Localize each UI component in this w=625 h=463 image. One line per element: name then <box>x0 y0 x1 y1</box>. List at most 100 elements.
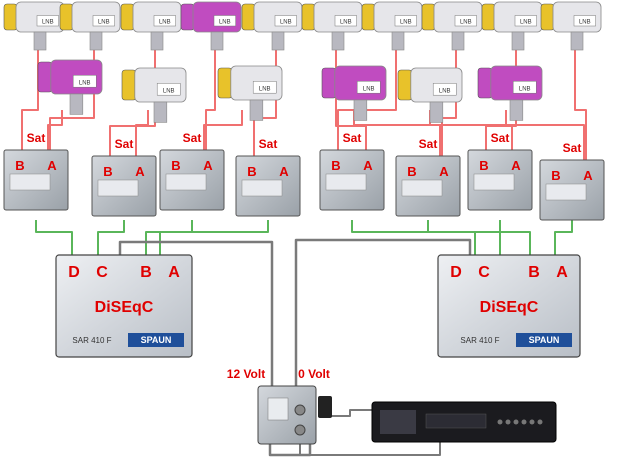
lnb-cable <box>205 38 216 168</box>
lnb-horn <box>180 3 195 31</box>
brand-plate <box>128 333 184 347</box>
lnb-neck <box>391 31 405 51</box>
switch-port-b: B <box>247 164 256 179</box>
switch-label: Sat <box>27 131 46 145</box>
connector <box>294 424 306 436</box>
lnb-horn <box>540 3 555 31</box>
lnb-horn <box>120 3 135 31</box>
lnb-neck <box>331 31 345 51</box>
switch-port-b: B <box>407 164 416 179</box>
switch-cable <box>554 220 573 270</box>
lnb-horn <box>217 67 233 99</box>
diseqc-body <box>437 254 581 358</box>
receiver-button <box>513 419 519 425</box>
receiver-button <box>529 419 535 425</box>
receiver-cable <box>318 409 380 417</box>
lnb-tag-text: LNB <box>259 86 271 92</box>
lnb-middle: LNB <box>121 67 187 123</box>
lnb-top: LNB <box>180 1 242 51</box>
lnb-cable <box>203 110 243 168</box>
lnb-top: LNB <box>241 1 303 51</box>
lnb-neck <box>150 31 164 51</box>
brand-plate <box>516 333 572 347</box>
lnb-horn <box>321 67 337 99</box>
lnb-tag <box>36 15 59 27</box>
lnb-middle: LNB <box>477 65 543 121</box>
lnb-neck <box>33 31 47 51</box>
lnb-cable <box>21 38 39 168</box>
lnb-horn <box>481 3 496 31</box>
switch-port-a: A <box>511 158 521 173</box>
power-plug <box>318 396 332 418</box>
lnb-tag <box>213 15 236 27</box>
lnb-neck <box>451 31 465 51</box>
switch-sticker <box>325 173 367 191</box>
lnb-neck <box>271 31 285 51</box>
lnb-tag <box>512 81 537 94</box>
diseqc-port: C <box>96 264 108 281</box>
lnb-cable <box>49 38 95 168</box>
trunk-cable <box>118 240 274 398</box>
lnb-tag <box>394 15 417 27</box>
switch-port-b: B <box>103 164 112 179</box>
lnb-top: LNB <box>540 1 602 51</box>
switch-port-a: A <box>363 158 373 173</box>
switch-cable <box>351 220 476 270</box>
switch-cable <box>35 220 73 270</box>
receiver-button <box>521 419 527 425</box>
receiver-button <box>497 419 503 425</box>
lnb-horn <box>477 67 493 99</box>
switch-label: Sat <box>259 137 278 151</box>
switch-port-a: A <box>135 164 145 179</box>
lnb-cable <box>441 38 457 168</box>
switch-cable <box>427 220 501 270</box>
switch-sticker <box>97 179 139 197</box>
switch-port-b: B <box>479 158 488 173</box>
satellite-receiver <box>371 401 557 443</box>
switch-label: Sat <box>563 141 582 155</box>
lnb-tag-text: LNB <box>520 20 532 26</box>
voltage-0-label: 0 Volt <box>298 367 330 381</box>
receiver-display <box>425 413 487 429</box>
lnb-neck <box>69 93 84 115</box>
lnb-tag-text: LNB <box>460 20 472 26</box>
lnb-cable <box>135 110 149 168</box>
switch-sticker <box>165 173 207 191</box>
switch-label: Sat <box>183 131 202 145</box>
switch-label: Sat <box>419 137 438 151</box>
lnb-middle: LNB <box>321 65 387 121</box>
lnb-tag-text: LNB <box>42 20 54 26</box>
model-text: SAR 410 F <box>72 336 111 345</box>
lnb-neck <box>153 101 168 123</box>
trunk-cable <box>294 238 472 398</box>
lnb-tag <box>274 15 297 27</box>
lnb-tag-text: LNB <box>280 20 292 26</box>
lnb-horn <box>421 3 436 31</box>
lnb-top: LNB <box>421 1 483 51</box>
switch-cable <box>499 220 531 270</box>
lnb-top: LNB <box>3 1 65 51</box>
lnb-tag <box>334 15 357 27</box>
receiver-button <box>505 419 511 425</box>
lnb-top: LNB <box>481 1 543 51</box>
lnb-cable <box>109 38 156 168</box>
lnb-tag <box>432 83 457 96</box>
switch-sticker <box>241 179 283 197</box>
switch-port-a: A <box>439 164 449 179</box>
switch-sticker <box>401 179 443 197</box>
lnb-top: LNB <box>361 1 423 51</box>
lnb-tag-text: LNB <box>400 20 412 26</box>
lnb-cable <box>47 110 63 168</box>
lnb-tag <box>454 15 477 27</box>
diseqc-label: DiSEqC <box>480 299 539 316</box>
